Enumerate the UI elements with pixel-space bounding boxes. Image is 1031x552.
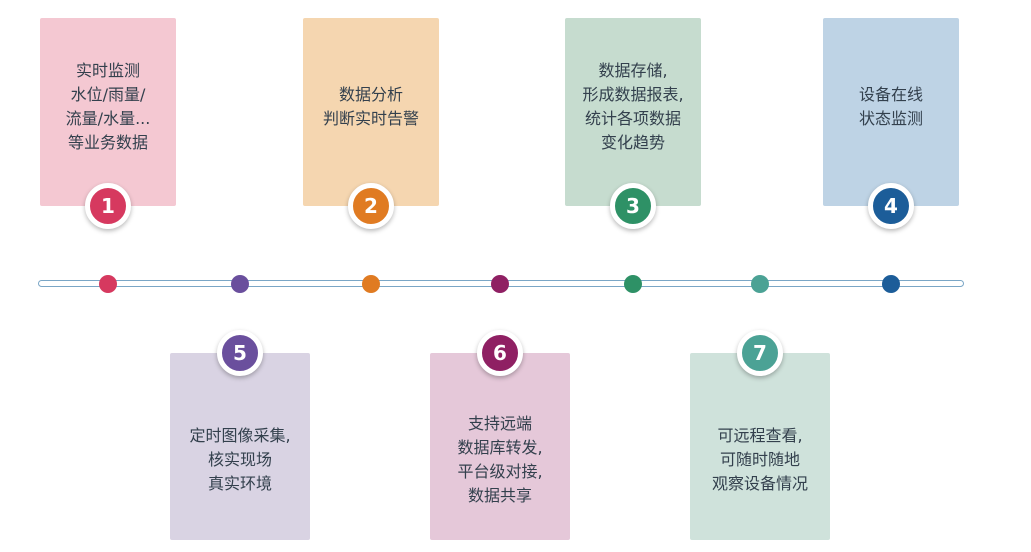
step-text-line: 判断实时告警 [322, 109, 419, 128]
timeline-dot-2 [362, 275, 380, 293]
step-text-line: 形成数据报表, [582, 85, 684, 104]
step-text-line: 数据分析 [338, 85, 403, 104]
step-text-line: 可远程查看, [717, 425, 803, 445]
step-text-line: 流量/水量... [65, 109, 151, 128]
step-text-line: 变化趋势 [600, 133, 665, 152]
step-text-line: 可随时随地 [719, 449, 800, 469]
step-text-line: 数据共享 [467, 485, 532, 505]
step-card-7: 7 可远程查看, 可随时随地 观察设备情况 [690, 330, 830, 540]
step-number-badge-1: 1 [85, 183, 131, 229]
step-text-line: 实时监测 [75, 61, 140, 80]
step-text-line: 数据存储, [598, 61, 668, 80]
step-text-line: 观察设备情况 [711, 473, 808, 493]
step-text-line: 等业务数据 [67, 133, 148, 152]
step-text-line: 状态监测 [858, 109, 923, 128]
step-text-line: 平台级对接, [457, 461, 543, 481]
step-card-2: 数据分析 判断实时告警 2 [303, 18, 439, 229]
step-card-4: 设备在线 状态监测 4 [823, 18, 959, 229]
step-card-5: 5 定时图像采集, 核实现场 真实环境 [170, 330, 310, 540]
step-number-badge-6: 6 [477, 330, 523, 376]
step-text-line: 统计各项数据 [584, 109, 681, 128]
timeline-dot-6 [491, 275, 509, 293]
step-card-1: 实时监测 水位/雨量/ 流量/水量... 等业务数据 1 [40, 18, 176, 229]
step-text-line: 支持远端 [467, 413, 532, 433]
step-number-badge-4: 4 [868, 183, 914, 229]
timeline-dot-5 [231, 275, 249, 293]
timeline-dot-3 [624, 275, 642, 293]
step-number-badge-3: 3 [610, 183, 656, 229]
step-card-6: 6 支持远端 数据库转发, 平台级对接, 数据共享 [430, 330, 570, 540]
step-text-line: 核实现场 [207, 449, 272, 469]
timeline-dot-4 [882, 275, 900, 293]
timeline-dot-7 [751, 275, 769, 293]
step-number-badge-7: 7 [737, 330, 783, 376]
step-text-line: 真实环境 [207, 473, 272, 493]
step-text-line: 水位/雨量/ [70, 85, 146, 104]
step-card-3: 数据存储, 形成数据报表, 统计各项数据 变化趋势 3 [565, 18, 701, 229]
step-text-line: 设备在线 [858, 85, 923, 104]
step-text-line: 数据库转发, [457, 437, 543, 457]
step-text-line: 定时图像采集, [189, 425, 291, 445]
timeline-dot-1 [99, 275, 117, 293]
step-number-badge-5: 5 [217, 330, 263, 376]
step-number-badge-2: 2 [348, 183, 394, 229]
